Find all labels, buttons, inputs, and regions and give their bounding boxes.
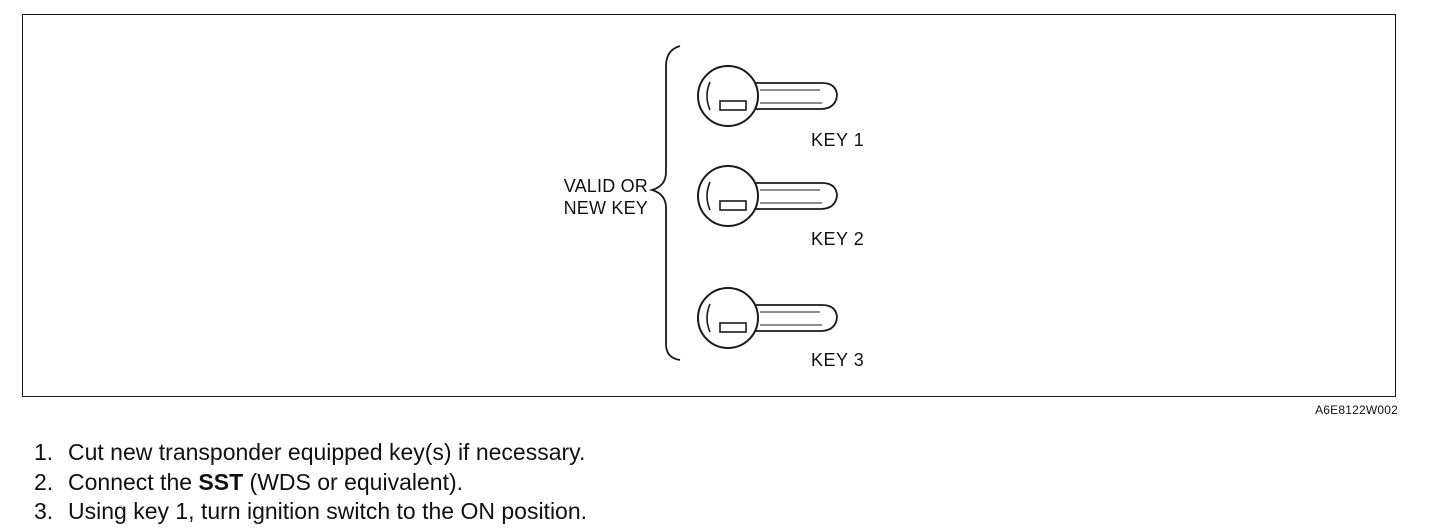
step-number: 1.	[34, 439, 54, 465]
group-label-line-1: VALID OR	[563, 176, 648, 196]
key-3-label: KEY 3	[811, 350, 865, 370]
group-label-line-2: NEW KEY	[563, 198, 648, 218]
figure-code: A6E8122W002	[1315, 403, 1398, 417]
step-text-after: (WDS or equivalent).	[243, 468, 464, 495]
step-number: 3.	[34, 498, 54, 524]
step-text: Cut new transponder equipped key(s) if n…	[68, 439, 586, 465]
step-item: 1. Cut new transponder equipped key(s) if…	[34, 438, 587, 468]
step-item: 2. Connect the SST (WDS or equivalent).	[34, 468, 587, 498]
key-1-icon	[697, 65, 838, 127]
group-label: VALID OR NEW KEY	[528, 175, 648, 219]
key-3-icon	[697, 287, 838, 349]
key-2-icon	[697, 165, 838, 227]
step-item: 3. Using key 1, turn ignition switch to t…	[34, 497, 587, 527]
step-number: 2.	[34, 468, 54, 495]
procedure-steps: 1. Cut new transponder equipped key(s) if…	[34, 438, 587, 527]
key-2-label: KEY 2	[811, 229, 865, 249]
sst-term: SST	[198, 468, 244, 495]
step-text-before: Connect the	[68, 468, 199, 495]
figure-frame	[22, 14, 1396, 397]
key-1-label: KEY 1	[811, 130, 865, 150]
group-brace	[648, 45, 681, 361]
step-text: Using key 1, turn ignition switch to the…	[68, 498, 588, 524]
